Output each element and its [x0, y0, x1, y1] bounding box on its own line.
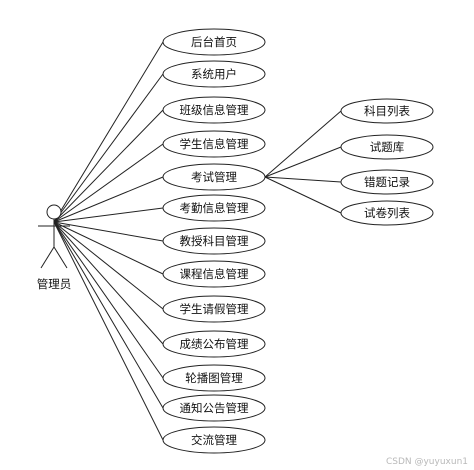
use-case-9: 学生请假管理	[162, 295, 266, 323]
sub-use-case-ellipse	[340, 98, 434, 124]
use-case-group: 后台首页系统用户班级信息管理学生信息管理考试管理考勤信息管理教授科目管理课程信息…	[162, 28, 266, 454]
sub-association-line	[264, 146, 342, 178]
use-case-8: 课程信息管理	[162, 260, 266, 288]
use-case-label: 学生信息管理	[180, 137, 249, 151]
watermark: CSDN @yuyuxun1	[386, 457, 468, 467]
association-line	[53, 207, 164, 223]
sub-use-case-label: 试卷列表	[364, 206, 410, 220]
use-case-ellipse	[162, 163, 266, 191]
use-case-7: 教授科目管理	[162, 227, 266, 255]
use-case-label: 学生请假管理	[180, 302, 249, 316]
use-case-label: 考试管理	[191, 170, 237, 184]
sub-use-case-2: 试题库	[340, 134, 434, 160]
use-case-11: 轮播图管理	[162, 364, 266, 392]
association-line	[53, 41, 164, 223]
use-case-10: 成绩公布管理	[162, 330, 266, 358]
actor-left-leg	[40, 246, 55, 269]
use-case-3: 班级信息管理	[162, 96, 266, 124]
sub-use-case-ellipse	[340, 169, 434, 195]
association-line	[53, 109, 164, 223]
use-case-label: 成绩公布管理	[180, 337, 249, 351]
use-case-label: 班级信息管理	[180, 103, 249, 117]
use-case-label: 交流管理	[191, 433, 237, 447]
use-case-label: 考勤信息管理	[180, 201, 249, 215]
use-case-label: 课程信息管理	[180, 267, 249, 281]
use-case-1: 后台首页	[162, 28, 266, 56]
association-line	[53, 221, 164, 275]
use-case-ellipse	[162, 260, 266, 288]
association-lines	[53, 41, 342, 441]
sub-use-case-3: 错题记录	[340, 169, 434, 195]
use-case-6: 考勤信息管理	[162, 194, 266, 222]
use-case-12: 通知公告管理	[162, 394, 266, 422]
use-case-label: 后台首页	[191, 35, 237, 49]
use-case-ellipse	[162, 194, 266, 222]
association-line	[53, 221, 164, 310]
use-case-label: 教授科目管理	[180, 234, 249, 248]
sub-association-line	[264, 176, 342, 183]
actor	[38, 204, 70, 269]
actor-right-leg	[53, 246, 68, 269]
use-case-ellipse	[162, 364, 266, 392]
association-line	[53, 221, 164, 242]
sub-association-line	[264, 110, 342, 178]
sub-use-case-ellipse	[340, 134, 434, 160]
sub-use-case-label: 错题记录	[364, 175, 410, 189]
association-line	[53, 221, 164, 379]
use-case-label: 轮播图管理	[185, 371, 243, 385]
sub-use-case-4: 试卷列表	[340, 200, 434, 226]
association-line	[53, 221, 164, 345]
association-line	[53, 143, 164, 223]
use-case-ellipse	[162, 295, 266, 323]
use-case-ellipse	[162, 60, 266, 88]
use-case-label: 通知公告管理	[180, 401, 249, 415]
use-case-2: 系统用户	[162, 60, 266, 88]
use-case-ellipse	[162, 227, 266, 255]
association-line	[53, 221, 164, 409]
sub-use-case-1: 科目列表	[340, 98, 434, 124]
use-case-ellipse	[162, 96, 266, 124]
use-case-label: 系统用户	[191, 67, 237, 81]
association-line	[53, 73, 164, 223]
use-case-ellipse	[162, 130, 266, 158]
sub-use-case-label: 科目列表	[364, 104, 410, 118]
use-case-4: 学生信息管理	[162, 130, 266, 158]
sub-association-line	[264, 176, 342, 214]
actor-head	[46, 204, 62, 220]
use-case-5: 考试管理	[162, 163, 266, 191]
association-line	[53, 176, 164, 223]
association-line	[53, 221, 164, 441]
use-case-ellipse	[162, 330, 266, 358]
use-case-ellipse	[162, 426, 266, 454]
use-case-ellipse	[162, 394, 266, 422]
actor-label: 管理员	[37, 277, 72, 291]
sub-use-case-ellipse	[340, 200, 434, 226]
sub-use-case-label: 试题库	[370, 140, 405, 154]
use-case-13: 交流管理	[162, 426, 266, 454]
use-case-ellipse	[162, 28, 266, 56]
